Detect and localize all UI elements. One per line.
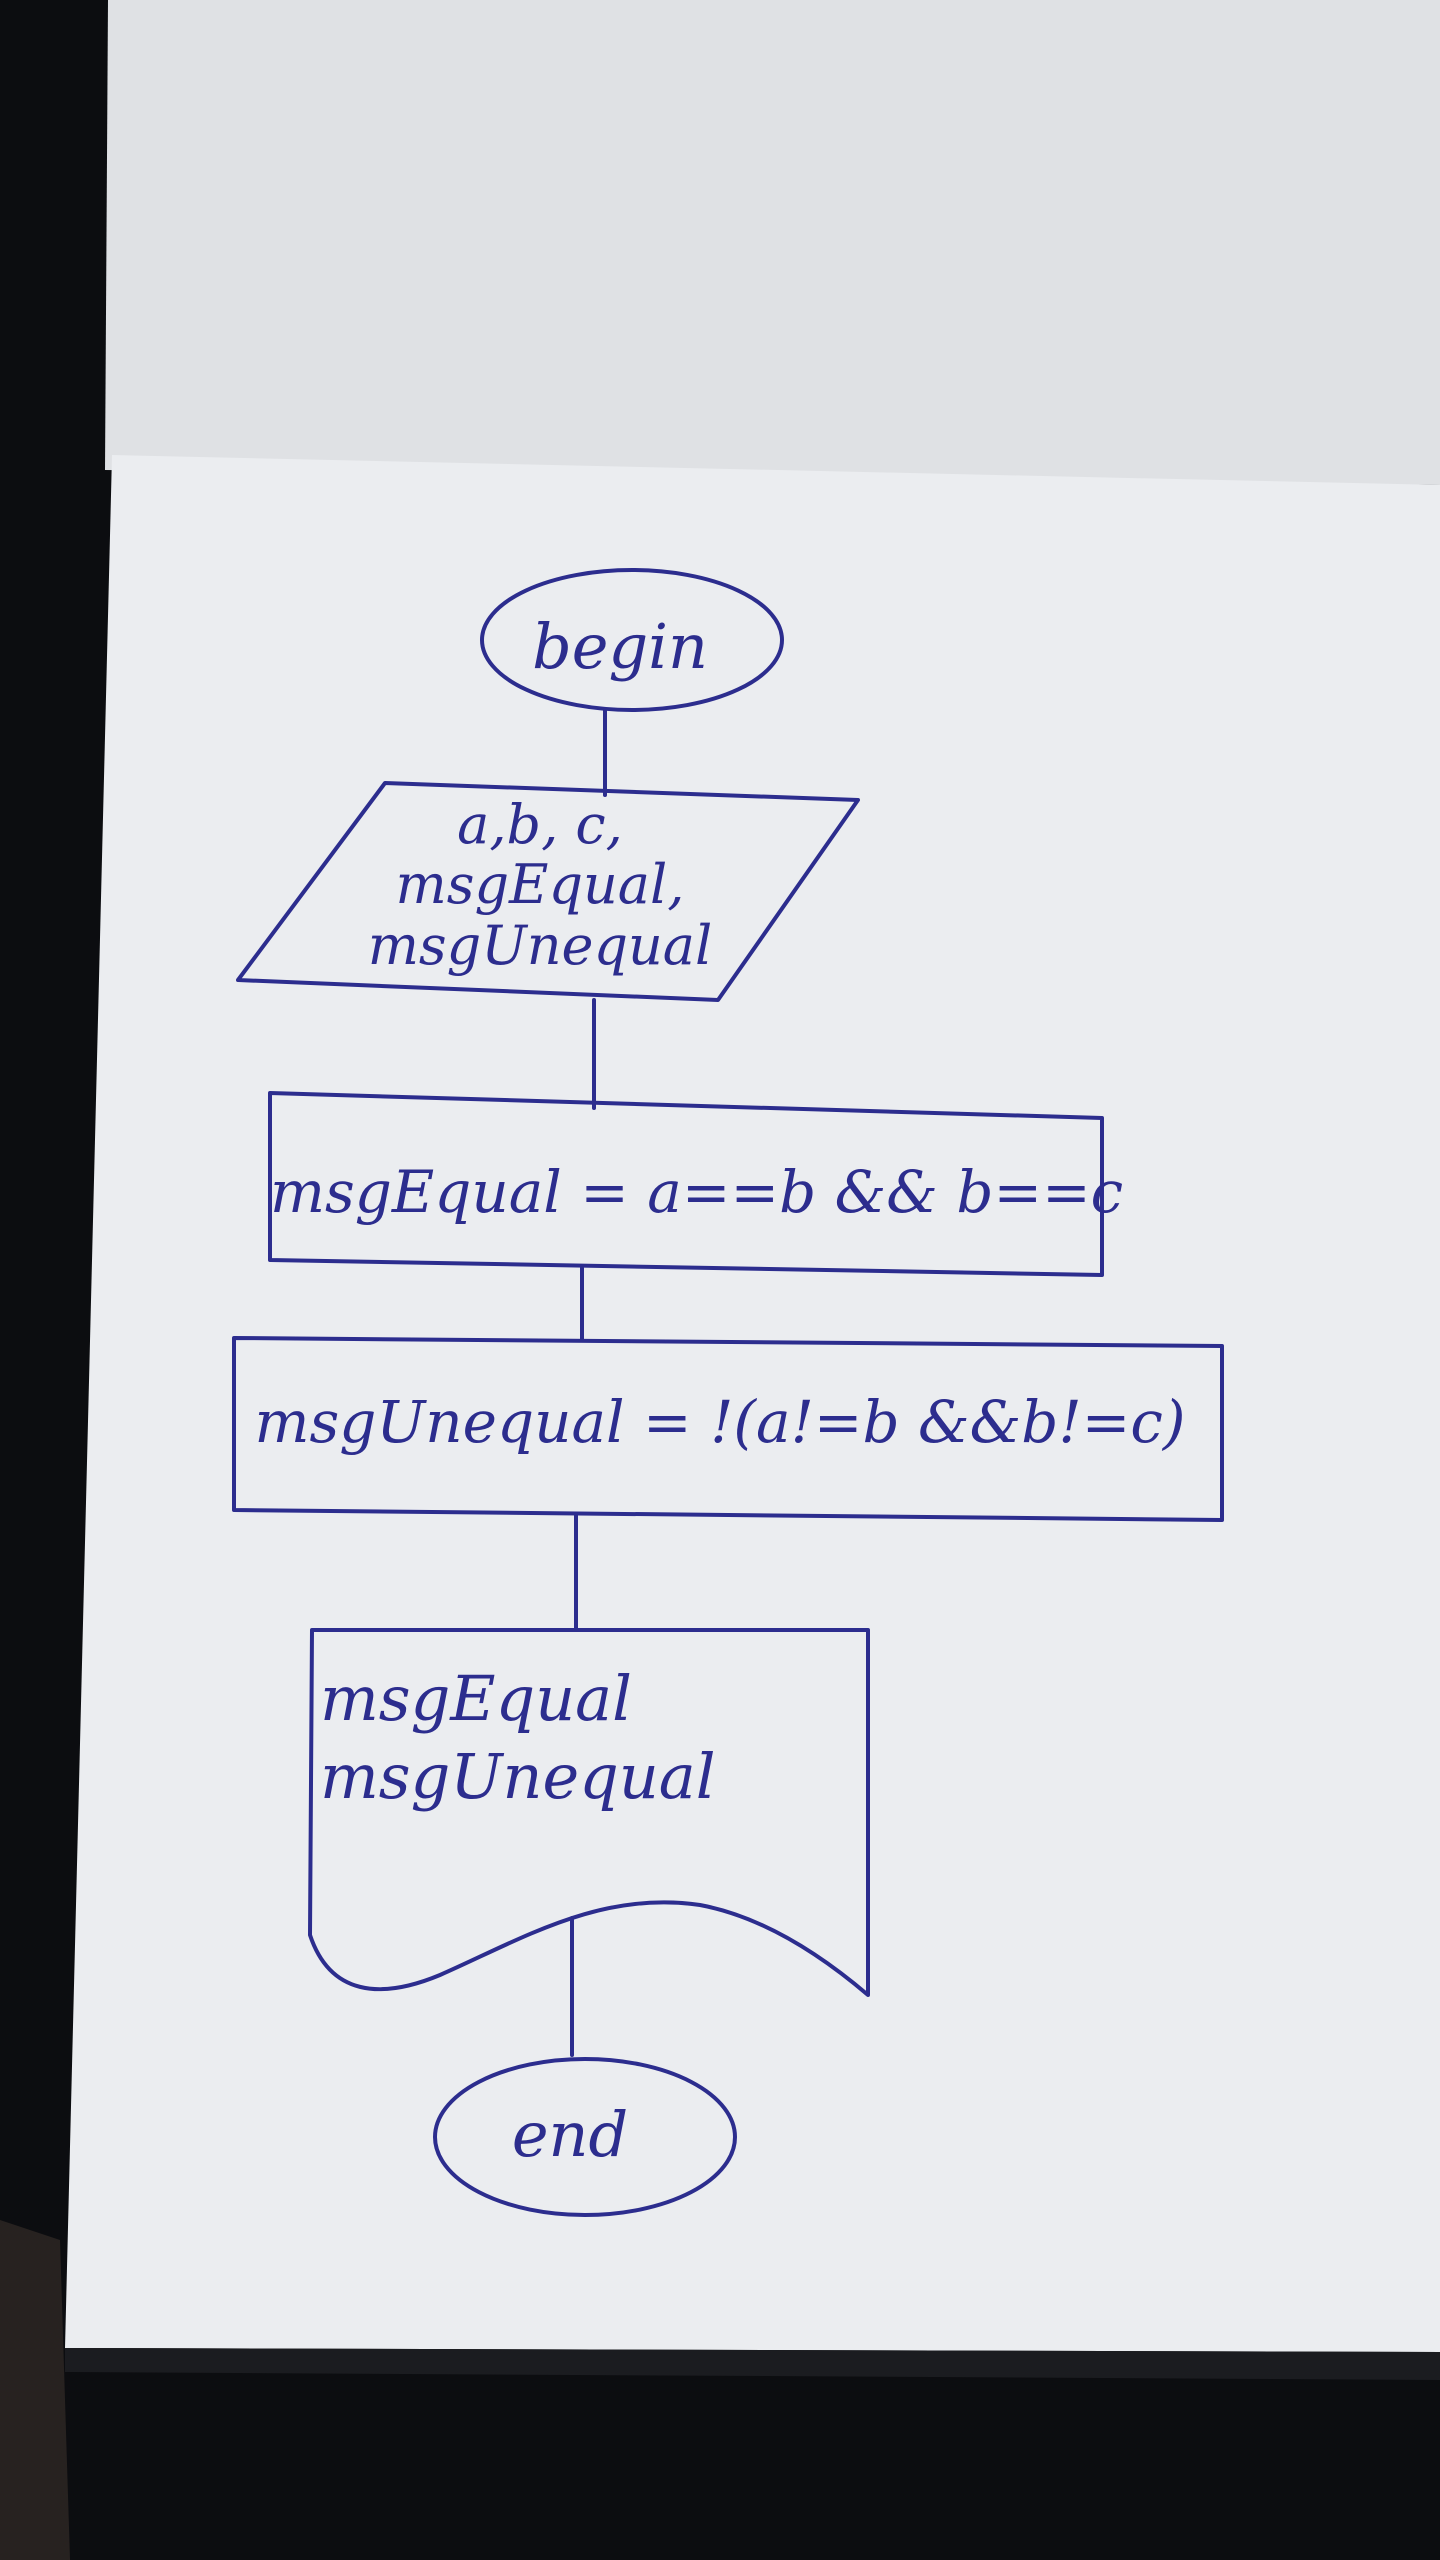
- end-label: end: [511, 2098, 629, 2171]
- input-line-3: msgUnequal: [367, 913, 713, 977]
- begin-label: begin: [532, 610, 708, 683]
- main-paper-sheet: [65, 455, 1440, 2352]
- input-label: a,b, c, msgEqual, msgUnequal: [260, 793, 820, 977]
- begin-terminal: [480, 568, 784, 712]
- background-paper-sheet: [105, 0, 1440, 485]
- output-line-1: msgEqual: [320, 1662, 632, 1735]
- input-parallelogram: [236, 781, 860, 1002]
- assign-equal-label: msgEqual = a==b && b==c: [270, 1158, 1124, 1226]
- assign-unequal-label: msgUnequal = !(a!=b &&b!=c): [254, 1388, 1186, 1456]
- process-msgunequal: [232, 1336, 1224, 1522]
- output-label: msgEqual msgUnequal: [320, 1660, 820, 1815]
- input-line-1: a,b, c,: [457, 793, 623, 856]
- process-msgequal: [268, 1091, 1104, 1277]
- output-line-2: msgUnequal: [320, 1739, 716, 1813]
- input-line-2: msgEqual,: [395, 853, 685, 917]
- end-terminal: [433, 2057, 737, 2217]
